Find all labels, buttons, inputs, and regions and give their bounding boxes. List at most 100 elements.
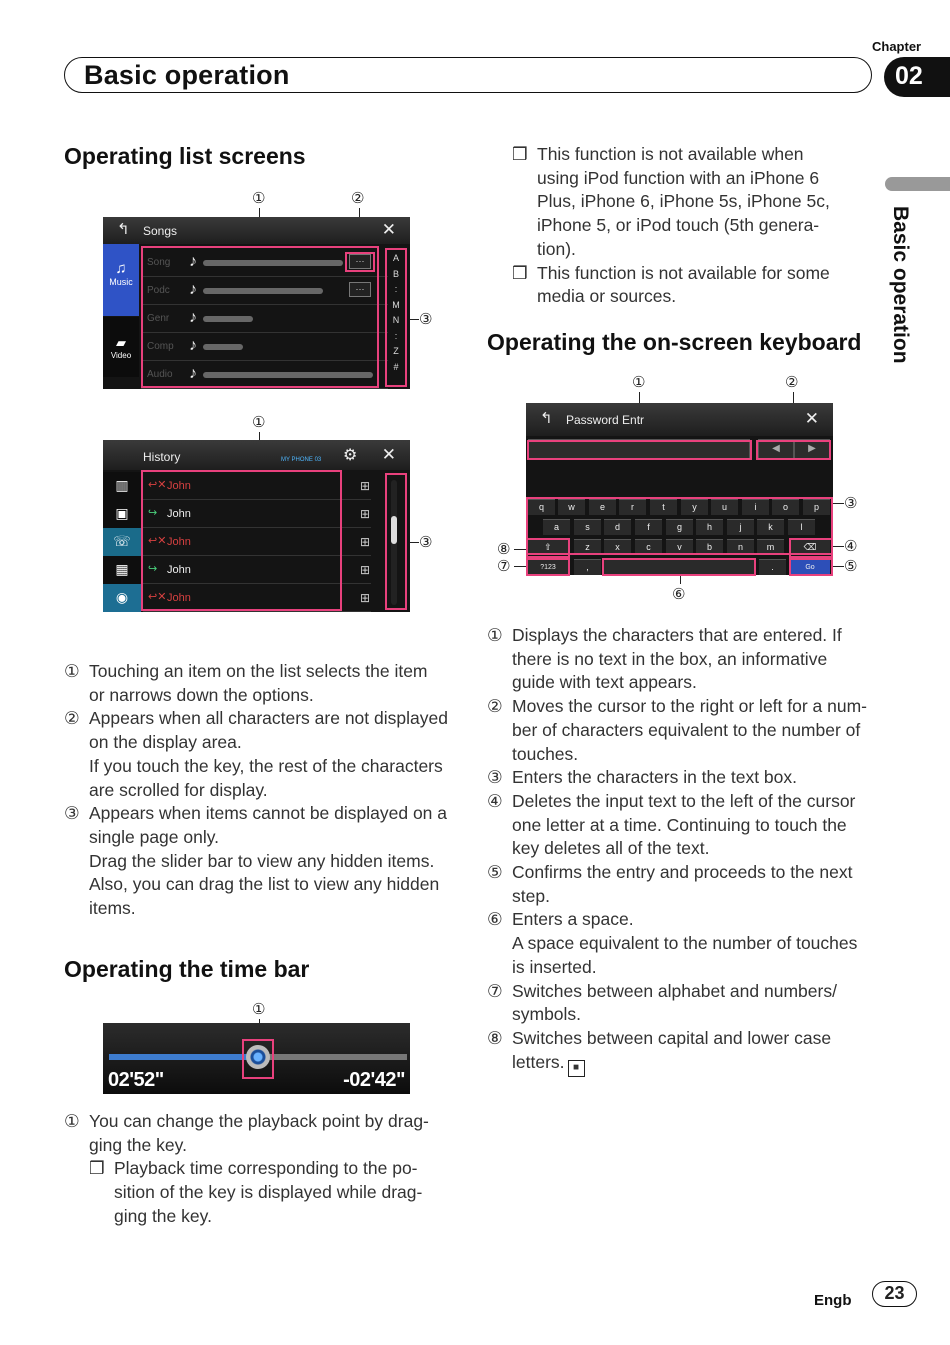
text-line: This function is not available when [537,144,804,164]
key-q[interactable]: q [528,499,555,515]
video-source-button[interactable]: ▰ Video [103,317,139,377]
music-source-button[interactable]: ♫ Music [103,244,139,316]
scroll-slider[interactable] [391,516,397,544]
key-d[interactable]: d [604,519,631,535]
key-r[interactable]: r [619,499,646,515]
text-line: Confirms the entry and proceeds to the n… [512,862,853,883]
dial-pad-icon[interactable]: ▦ [103,556,141,584]
list-item[interactable]: Genr ♪ [141,305,388,333]
table-row[interactable]: ↩✕ John [143,584,371,612]
close-icon[interactable]: ✕ [804,409,819,428]
cursor-left-button[interactable]: ◀ [758,439,794,459]
period-key[interactable]: . [759,559,786,575]
key-g[interactable]: g [666,519,693,535]
music-note-icon: ♫ [115,260,127,277]
leader-line [407,542,419,543]
table-row[interactable]: ↩✕ John [143,472,371,500]
key-y[interactable]: y [681,499,708,515]
key-j[interactable]: j [727,519,754,535]
video-icon: ▰ [116,335,126,350]
note-item: ❒ Playback time corresponding to the po-… [89,1157,454,1228]
shift-arrow-icon: ⇧ [544,542,552,552]
bluetooth-settings-icon[interactable]: ◉ [103,584,141,612]
back-arrow-icon[interactable]: ↰ [117,221,130,238]
index-letter[interactable]: # [393,361,399,372]
key-f[interactable]: f [635,519,662,535]
highlight-time-bar-key [242,1039,274,1079]
add-contact-icon[interactable]: ⊞ [359,507,371,521]
add-contact-icon[interactable]: ⊞ [359,591,371,605]
callout-1: ① [252,1001,266,1018]
back-arrow-icon[interactable]: ↰ [540,410,553,427]
scroll-track[interactable] [391,480,397,605]
key-w[interactable]: w [558,499,585,515]
item-number: ① [487,625,503,645]
settings-gear-icon[interactable]: ⚙ [343,447,358,464]
text-line: Also, you can drag the list to view any … [89,874,440,895]
more-text-button[interactable]: ··· [349,282,371,297]
description-item: ④ Deletes the input text to the left of … [487,790,872,861]
text-line: on the display area. [89,732,242,753]
alphabet-index[interactable]: A B : M N : Z # [389,251,403,375]
list-item[interactable]: Audio ♪ [141,361,388,389]
index-letter: : [394,284,398,294]
key-k[interactable]: k [757,519,784,535]
key-i[interactable]: i [742,499,769,515]
contacts-icon[interactable]: ▣ [103,500,141,528]
close-icon[interactable]: ✕ [381,220,396,239]
more-text-button[interactable]: ··· [349,254,371,269]
key-n[interactable]: n [727,539,754,555]
key-o[interactable]: o [772,499,799,515]
phonebook-icon[interactable]: ▥ [103,472,141,500]
key-l[interactable]: l [788,519,815,535]
key-u[interactable]: u [711,499,738,515]
index-letter[interactable]: N [392,315,400,325]
key-a[interactable]: a [543,519,570,535]
text-line: sition of the key is displayed while dra… [114,1182,423,1203]
text-line: Enters the characters in the text box. [512,767,798,788]
list-screens-description: ① Touching an item on the list selects t… [64,660,454,921]
description-item: ③ Appears when items cannot be displayed… [64,802,454,921]
key-p[interactable]: p [803,499,830,515]
text-line: ber of characters equivalent to the numb… [512,719,861,740]
key-s[interactable]: s [574,519,601,535]
key-e[interactable]: e [589,499,616,515]
list-item[interactable]: Song ♪ [141,249,388,277]
table-row[interactable]: ↪ John [143,556,371,584]
key-h[interactable]: h [696,519,723,535]
list-item[interactable]: Comp ♪ [141,333,388,361]
table-row[interactable]: ↩✕ John [143,528,371,556]
music-note-icon: ♪ [189,253,197,270]
text-line: one letter at a time. Continuing to touc… [512,814,847,835]
table-row[interactable]: ↪ John [143,500,371,528]
call-history-icon[interactable]: ☏ [103,528,141,556]
add-contact-icon[interactable]: ⊞ [359,535,371,549]
contact-name: John [167,564,191,576]
comma-key[interactable]: , [574,559,601,575]
add-contact-icon[interactable]: ⊞ [359,563,371,577]
text-line: Deletes the input text to the left of th… [512,790,856,811]
index-letter[interactable]: A [392,253,399,263]
key-b[interactable]: b [696,539,723,555]
key-x[interactable]: x [604,539,631,555]
highlight-space-key [602,558,756,576]
index-letter[interactable]: Z [393,346,399,356]
index-letter[interactable]: B [392,268,399,279]
list-item[interactable]: Podc ♪ [141,277,388,305]
add-contact-icon[interactable]: ⊞ [359,479,371,493]
index-letter[interactable]: M [392,299,400,310]
text-line: ging the key. [114,1205,212,1226]
key-m[interactable]: m [757,539,784,555]
contact-name: John [167,480,191,492]
key-t[interactable]: t [650,499,677,515]
music-note-icon: ♪ [189,281,197,298]
key-z[interactable]: z [574,539,601,555]
category-label: Comp [147,341,174,352]
key-v[interactable]: v [666,539,693,555]
text-line: Switches between capital and lower case [512,1027,832,1048]
close-icon[interactable]: ✕ [381,445,396,464]
note-checkbox-icon: ❒ [512,262,528,283]
key-c[interactable]: c [635,539,662,555]
note-item: ❒ This function is not available when us… [512,143,872,262]
time-bar-knob[interactable] [246,1045,270,1069]
